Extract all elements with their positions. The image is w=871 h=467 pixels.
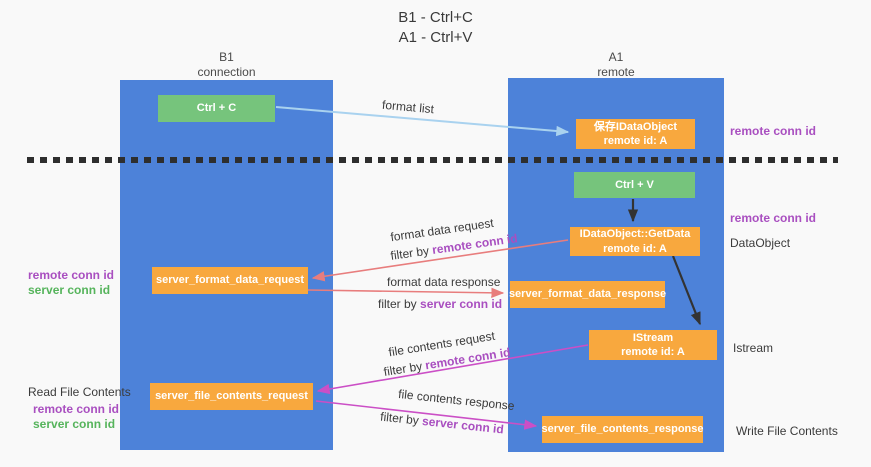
- server-format-data-request-label: server_format_data_request: [156, 274, 304, 287]
- format-data-request-arrow: [311, 239, 569, 282]
- format-data-response-arrow: [307, 287, 505, 299]
- format-data-response-label: format data response: [387, 275, 501, 289]
- server-file-contents-response-label: server_file_contents_response: [541, 423, 704, 436]
- save-idataobject-line1: 保存IDataObject: [593, 120, 678, 133]
- istream-node: IStream remote id: A: [589, 330, 717, 360]
- server-file-contents-response-node: server_file_contents_response: [541, 416, 704, 443]
- server-format-data-response-label: server_format_data_response: [508, 288, 667, 301]
- ctrl-c-label: Ctrl + C: [196, 102, 237, 115]
- idataobject-getdata-line1: IDataObject::GetData: [579, 228, 691, 241]
- ctrl-c-node: Ctrl + C: [158, 95, 275, 122]
- right-column-role: remote: [597, 65, 635, 79]
- file-contents-request-arrow: [316, 344, 589, 395]
- server-file-contents-request-node: server_file_contents_request: [150, 383, 313, 410]
- server-format-data-response-node: server_format_data_response: [508, 281, 667, 308]
- idataobject-getdata-node: IDataObject::GetData remote id: A: [570, 227, 700, 256]
- istream-annotation: Istream: [733, 341, 774, 355]
- dataobject-annotation: DataObject: [730, 236, 791, 250]
- server-format-data-request-node: server_format_data_request: [152, 267, 308, 294]
- remote-conn-id-annotation-bottom-left: remote conn id: [33, 402, 120, 416]
- remote-conn-id-annotation-mid-right: remote conn id: [730, 211, 817, 225]
- server-conn-id-annotation-bottom-left: server conn id: [33, 417, 116, 431]
- filter-by-text: filter by: [378, 297, 421, 311]
- remote-conn-id-annotation-left: remote conn id: [28, 268, 115, 282]
- right-column-name: A1: [608, 50, 624, 64]
- read-file-contents-annotation: Read File Contents: [28, 385, 131, 399]
- server-conn-id-annotation-left: server conn id: [28, 283, 111, 297]
- format-list-arrow: [275, 106, 570, 137]
- server-file-contents-request-label: server_file_contents_request: [155, 390, 308, 403]
- istream-line1: IStream: [632, 331, 674, 344]
- left-column-header: B1 connection: [120, 50, 333, 80]
- idataobject-getdata-line2: remote id: A: [603, 242, 667, 255]
- ctrl-v-node: Ctrl + V: [574, 172, 695, 198]
- file-contents-response-arrow: [315, 400, 538, 430]
- left-column-name: B1: [219, 50, 234, 64]
- right-column-header: A1 remote: [508, 50, 724, 80]
- write-file-contents-annotation: Write File Contents: [736, 424, 838, 438]
- getdata-to-istream-arrow: [671, 255, 702, 326]
- remote-conn-id-annotation-top-right: remote conn id: [730, 124, 817, 138]
- filter-by-server-conn-id-label-top: filter by server conn id: [378, 297, 502, 311]
- ctrl-v-label: Ctrl + V: [615, 178, 654, 191]
- copy-paste-separator-line: [27, 157, 838, 163]
- title-line-b1: B1 - Ctrl+C: [398, 9, 473, 26]
- istream-line2: remote id: A: [621, 346, 685, 358]
- save-idataobject-line2: remote id: A: [603, 135, 668, 147]
- server-conn-id-text: server conn id: [420, 297, 503, 311]
- diagram-title: B1 - Ctrl+C A1 - Ctrl+V: [0, 8, 871, 49]
- left-column-role: connection: [197, 65, 256, 79]
- title-line-a1: A1 - Ctrl+V: [398, 29, 473, 47]
- save-idataobject-node: 保存IDataObject remote id: A: [576, 119, 695, 149]
